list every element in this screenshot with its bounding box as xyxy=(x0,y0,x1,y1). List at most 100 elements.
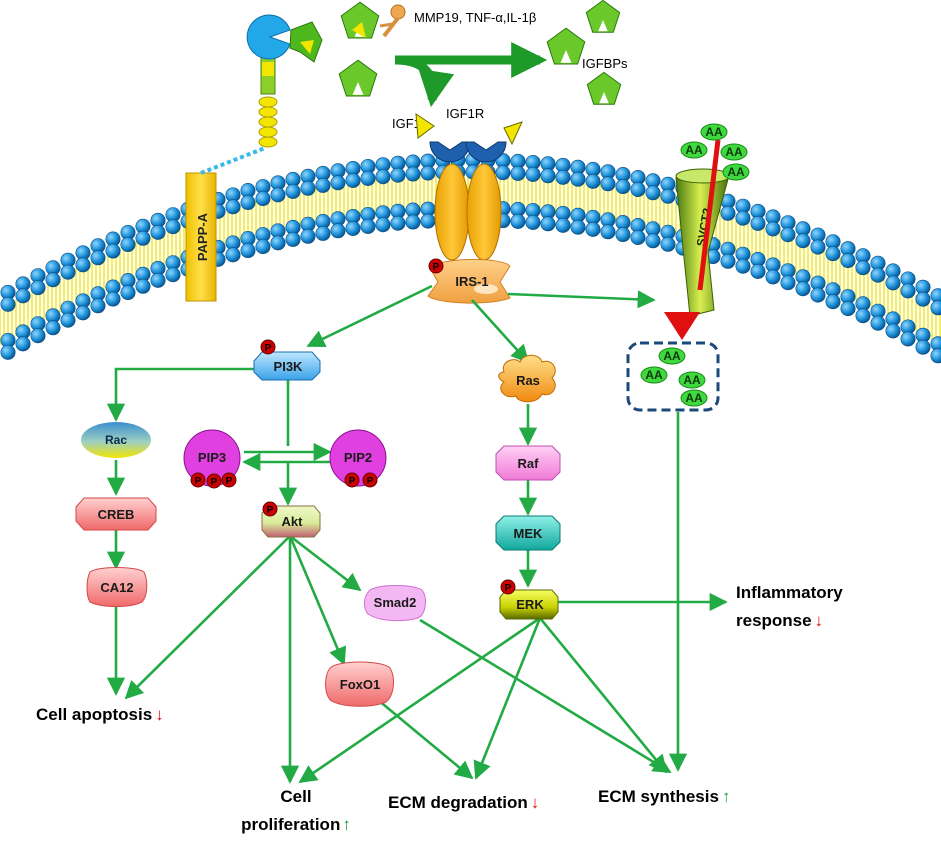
lipid-head xyxy=(135,230,151,246)
outcome-cell-apoptosis: Cell apoptosis↓ xyxy=(36,705,164,724)
lipid-head xyxy=(30,280,46,296)
ecm-synthesis-up-arrow: ↑ xyxy=(722,787,731,806)
lipid-head xyxy=(15,288,31,304)
lipid-head xyxy=(660,236,676,252)
lipid-head xyxy=(285,231,301,247)
svct2-transport-arrow-shaft xyxy=(697,139,721,291)
lipid-head xyxy=(405,214,421,230)
smad2-label: Smad2 xyxy=(374,595,417,610)
phospho-label: P xyxy=(195,476,202,487)
lipid-head xyxy=(30,328,46,344)
lipid-head xyxy=(765,269,781,285)
igf1-bound-triangle xyxy=(300,40,314,54)
papp-a-tether xyxy=(200,146,266,175)
igf1r-label: IGF1R xyxy=(446,106,484,121)
lipid-head xyxy=(825,294,841,310)
rac-label: Rac xyxy=(105,433,127,447)
lipid-head xyxy=(570,219,586,235)
lipid-head xyxy=(765,221,781,237)
lipid-head xyxy=(585,221,601,237)
lipid-head xyxy=(135,278,151,294)
lipid-head xyxy=(375,169,391,185)
lipid-head xyxy=(45,272,61,288)
igfbp-notch xyxy=(352,82,364,95)
phospho-badge xyxy=(206,473,222,489)
lipid-head xyxy=(90,250,106,266)
pi3k-label: PI3K xyxy=(274,359,304,374)
foxo1-label: FoxO1 xyxy=(340,677,380,692)
lipid-head xyxy=(420,213,436,229)
igf1-ligand-triangle xyxy=(415,113,435,139)
lipid-head xyxy=(810,239,826,255)
lipid-head xyxy=(315,225,331,241)
lipid-head xyxy=(420,165,436,181)
aa-label: AA xyxy=(685,391,703,405)
lipid-head xyxy=(165,267,181,283)
lipid-head xyxy=(15,336,31,352)
node-mek: MEK xyxy=(495,515,561,551)
igf1-label: IGF1 xyxy=(392,116,421,131)
lipid-head xyxy=(780,227,796,243)
lipid-head xyxy=(495,165,511,181)
papp-a-label: PAPP-A xyxy=(195,212,210,261)
lipid-head xyxy=(600,176,616,192)
aa-label: AA xyxy=(663,349,681,363)
binding-protein-blue xyxy=(246,14,291,60)
ca12-label: CA12 xyxy=(100,580,133,595)
lipid-head xyxy=(870,267,886,283)
lipid-head xyxy=(150,272,166,288)
lipid-head xyxy=(660,188,676,204)
lipid-head xyxy=(360,218,376,234)
lipid-head xyxy=(540,168,556,184)
akt-label: Akt xyxy=(282,514,304,529)
phospho-badge xyxy=(344,472,360,488)
lipid-head xyxy=(300,180,316,196)
lipid-head xyxy=(930,300,941,316)
lipid-head xyxy=(615,227,631,243)
lipid-head xyxy=(585,173,601,189)
lipid-head xyxy=(270,187,286,203)
lipid-head xyxy=(825,246,841,262)
node-rac: Rac xyxy=(81,422,151,458)
arrow-akt-to-foxo1 xyxy=(288,535,347,666)
igfbp-pentagon xyxy=(585,0,621,33)
phospho-label: P xyxy=(505,583,512,594)
lipid-head xyxy=(525,166,541,182)
igf1-fragment-triangle xyxy=(352,22,366,38)
lipid-head xyxy=(645,233,661,249)
node-ras: Ras xyxy=(498,354,556,403)
arrow-pi3k-to-rac xyxy=(106,367,256,422)
phospho-badge xyxy=(260,339,276,355)
lipid-head xyxy=(90,298,106,314)
node-akt: Akt xyxy=(261,505,321,538)
lipid-head xyxy=(735,258,751,274)
lipid-head xyxy=(345,172,361,188)
lipid-head xyxy=(630,229,646,245)
lipid-head xyxy=(390,167,406,183)
stalk-bead xyxy=(258,106,278,118)
igfbp-pentagon xyxy=(586,71,622,105)
lipid-head xyxy=(900,331,916,347)
phospho-label: P xyxy=(265,343,272,354)
stalk-bead xyxy=(258,136,278,148)
aa-molecule xyxy=(680,389,708,407)
lipid-head xyxy=(600,224,616,240)
lipid-head xyxy=(255,239,271,255)
lipid-head xyxy=(120,285,136,301)
lipid-head xyxy=(45,320,61,336)
phospho-label: P xyxy=(349,476,356,487)
lipid-head xyxy=(930,348,941,364)
lipid-head xyxy=(720,253,736,269)
aa-molecule xyxy=(640,366,668,384)
intracellular-aa-box xyxy=(626,341,720,412)
phospho-badge xyxy=(362,472,378,488)
outcome-inflammatory-line2: response↓ xyxy=(736,611,823,630)
igf1r-receptor xyxy=(429,121,523,261)
lipid-head xyxy=(285,183,301,199)
node-erk: ERK xyxy=(499,589,559,620)
lipid-head xyxy=(150,224,166,240)
lipid-head xyxy=(390,215,406,231)
lipid-head xyxy=(525,214,541,230)
